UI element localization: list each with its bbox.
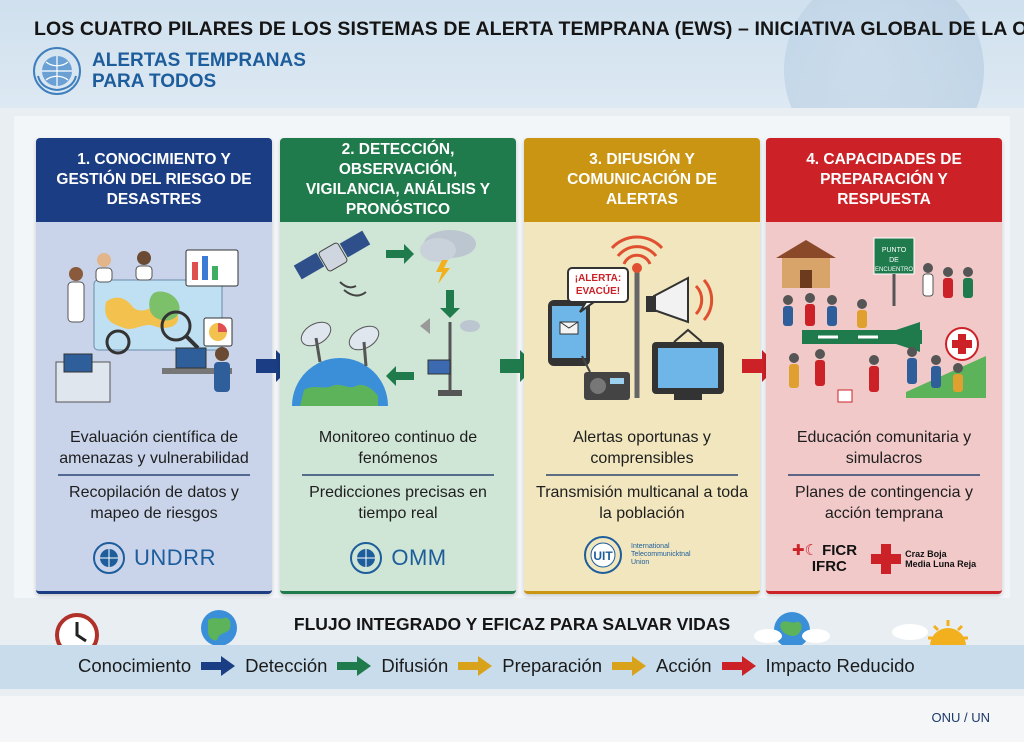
un-emblem-icon <box>93 542 126 574</box>
pillar-3-divider <box>546 474 738 476</box>
omm-logo: OMM <box>280 541 516 575</box>
flow-title: FLUJO INTEGRADO Y EFICAZ PARA SALVAR VID… <box>293 614 731 634</box>
arrow-right-icon <box>458 656 493 676</box>
pillar-4-divider <box>788 474 980 476</box>
omm-logo-text: OMM <box>391 545 447 570</box>
svg-text:ENCUENTRO: ENCUENTRO <box>875 267 913 273</box>
flow-step-deteccion: Detección <box>245 655 328 676</box>
un-emblem-icon <box>33 47 81 95</box>
broadcast-tower-icon <box>610 235 664 398</box>
arrow-right-icon <box>612 656 646 676</box>
megaphone-icon <box>646 276 714 324</box>
footer: ONU / UN <box>0 696 1024 742</box>
wmo-emblem-icon <box>350 542 383 574</box>
pillar-1: 1. CONOCIMIENTO Y GESTIÓN DEL RIESGO DE … <box>36 138 272 594</box>
satellite-icon <box>293 230 371 297</box>
flow-step-difusion: Difusión <box>381 655 449 676</box>
page-title: LOS CUATRO PILARES DE LOS SISTEMAS DE AL… <box>34 18 1024 40</box>
pillar-3-illustration: ¡ALERTA: EVACÚE! <box>524 222 760 422</box>
evacuation-people-icon <box>789 347 963 403</box>
earth-cloud-icon <box>754 612 830 648</box>
brand-line-1: ALERTAS TEMPRANAS <box>92 50 306 71</box>
pillar-4-desc-2: Planes de contingencia y acción temprana <box>795 484 973 522</box>
svg-text:PUNTO: PUNTO <box>882 247 907 254</box>
storm-cloud-icon <box>420 230 476 284</box>
ifrc-logo: ✚☾ FICR IFRC Craz Boja Media Luna Reja <box>766 543 1002 575</box>
house-icon <box>776 240 836 288</box>
ficr-logo-text: ✚☾ FICR <box>791 542 858 559</box>
flow-bar <box>0 645 1024 689</box>
flow-step-conocimiento: Conocimiento <box>78 655 192 676</box>
television-icon <box>652 328 724 400</box>
smartphone-icon <box>548 300 590 366</box>
pillars-panel: 1. CONOCIMIENTO Y GESTIÓN DEL RIESGO DE … <box>14 116 1010 598</box>
itu-logo: UIT International Telecommunicktnal Unio… <box>524 535 760 575</box>
pillar-3-title: 3. DIFUSIÓN Y COMUNICACIÓN DE ALERTAS <box>524 138 760 222</box>
arrow-right-icon <box>721 656 756 676</box>
alert-bubble-line-1: ¡ALERTA: <box>575 273 621 284</box>
pillar-1-desc-1: Evaluación científica de amenazas y vuln… <box>59 429 249 467</box>
pillar-2: 2. DETECCIÓN, OBSERVACIÓN, VIGILANCIA, A… <box>280 138 516 594</box>
red-cross-icon <box>871 544 902 574</box>
flow-step-preparacion: Preparación <box>502 655 602 676</box>
arrow-right-icon <box>201 656 236 676</box>
brand: ALERTAS TEMPRANAS PARA TODOS <box>32 46 306 96</box>
pillar-1-illustration <box>36 222 272 422</box>
pillar-3-desc-1: Alertas oportunas y comprensibles <box>573 429 711 467</box>
alert-bubble-line-2: EVACÚE! <box>576 284 620 297</box>
flow-step-impacto-reducido: Impacto Reducido <box>765 655 915 676</box>
red-cross-text-2: Media Luna Reja <box>905 559 977 569</box>
radio-icon <box>581 355 630 400</box>
globe-radar-icon <box>292 321 388 406</box>
pillar-3: 3. DIFUSIÓN Y COMUNICACIÓN DE ALERTAS <box>524 138 760 594</box>
svg-text:UIT: UIT <box>593 549 613 563</box>
first-aid-icon <box>945 327 979 361</box>
arrow-right-icon <box>337 656 372 676</box>
pillar-4: 4. CAPACIDADES DE PREPARACIÓN Y RESPUEST… <box>766 138 1002 594</box>
pillar-2-title: 2. DETECCIÓN, OBSERVACIÓN, VIGILANCIA, A… <box>280 138 516 222</box>
pillar-2-desc-1: Monitoreo continuo de fenómenos <box>318 429 478 467</box>
flow-step-accion: Acción <box>656 655 712 676</box>
undrr-logo: UNDRR <box>36 541 272 575</box>
red-cross-text-1: Craz Boja <box>905 549 947 559</box>
pillar-3-desc-2: Transmisión multicanal a toda la poblaci… <box>536 484 748 522</box>
pillar-4-title: 4. CAPACIDADES DE PREPARACIÓN Y RESPUEST… <box>766 138 1002 222</box>
pillar-1-divider <box>58 474 250 476</box>
footer-text: ONU / UN <box>931 710 991 725</box>
pillar-2-desc-2: Predicciones precisas en tiempo real <box>309 484 487 522</box>
sunrise-icon <box>892 620 968 646</box>
ifrc-logo-text: IFRC <box>811 558 847 575</box>
weather-station-icon <box>420 318 480 396</box>
brand-line-2: PARA TODOS <box>92 71 217 92</box>
itu-emblem-icon: UIT <box>584 536 622 574</box>
flow-steps: Conocimiento Detección Difusión Preparac… <box>78 655 915 677</box>
globe-background <box>784 0 984 108</box>
pillar-4-illustration: PUNTO DE ENCUENTRO <box>766 222 1002 422</box>
pillar-2-illustration <box>280 222 516 422</box>
itu-logo-text: International Telecommunicktnal Union <box>631 543 691 566</box>
svg-text:DE: DE <box>889 257 899 264</box>
people-group-icon <box>783 263 973 328</box>
pillar-1-title: 1. CONOCIMIENTO Y GESTIÓN DEL RIESGO DE … <box>36 138 272 222</box>
undrr-logo-text: UNDRR <box>134 545 216 570</box>
pillar-1-desc-2: Recopilación de datos y mapeo de riesgos <box>69 484 239 522</box>
pillar-2-divider <box>302 474 494 476</box>
pillar-4-desc-1: Educación comunitaria y simulacros <box>796 429 972 467</box>
header: LOS CUATRO PILARES DE LOS SISTEMAS DE AL… <box>0 0 1024 108</box>
